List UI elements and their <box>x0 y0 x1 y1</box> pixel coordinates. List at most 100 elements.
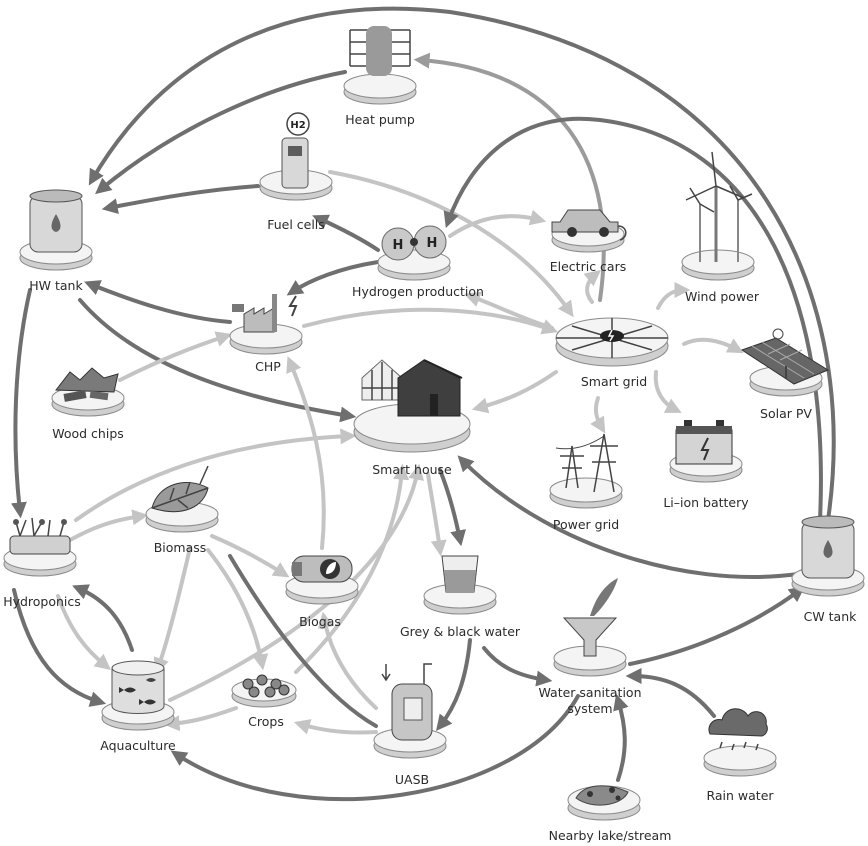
node-wood-chips: Wood chips <box>51 367 125 441</box>
label-smart-grid: Smart grid <box>581 374 647 389</box>
label-water-sanitation-1: Water sanitation <box>539 685 642 700</box>
arrow-biogas-to-chp <box>286 356 326 550</box>
label-rain-water: Rain water <box>706 788 774 803</box>
node-biogas: Biogas <box>285 555 359 629</box>
arrow-hydroponics-to-biomass <box>68 509 149 542</box>
node-chp: CHP <box>229 294 303 374</box>
node-biomass: Biomass <box>145 465 219 555</box>
label-nearby-lake: Nearby lake/stream <box>549 828 672 843</box>
arrow-chp-to-hw <box>84 280 232 324</box>
arrow-hw-to-house <box>78 298 357 423</box>
node-heat-pump: Heat pump <box>343 26 417 127</box>
reactor-icon <box>381 663 433 741</box>
arrow-aquaculture-to-hydroponics <box>72 584 134 652</box>
arrow-grid-cars <box>583 269 601 304</box>
arrow-chp-to-grid <box>302 307 559 335</box>
arrow-h2-to-fuelcells <box>312 214 380 252</box>
svg-text:H2: H2 <box>290 120 305 131</box>
node-uasb: UASB <box>373 663 447 787</box>
arrow-greywater-to-sanitation <box>482 646 553 687</box>
arrow-h2-to-cars <box>448 209 547 238</box>
arrow-fuelcells-to-hw <box>101 184 260 215</box>
lake-icon <box>575 785 629 806</box>
label-grey-black-water: Grey & black water <box>400 624 521 639</box>
wood-chips-icon <box>55 367 119 402</box>
node-hydroponics: Hydroponics <box>3 517 81 609</box>
h2-dispenser-icon: H2 <box>281 112 310 189</box>
label-wood-chips: Wood chips <box>52 426 124 441</box>
label-hydrogen-production: Hydrogen production <box>352 284 484 299</box>
smart-grid-hub-icon <box>556 318 668 358</box>
biogas-tank-icon <box>291 555 353 583</box>
arrow-fuelcells-to-grid <box>328 170 574 318</box>
label-fuel-cells: Fuel cells <box>267 217 325 232</box>
arrow-biomass-to-aquaculture <box>153 546 192 675</box>
arrow-crops-to-house <box>294 463 410 674</box>
arrow-house-to-greywater-2 <box>426 472 447 557</box>
plant-tray-icon <box>9 517 71 555</box>
label-solar-pv: Solar PV <box>760 406 812 421</box>
label-crops: Crops <box>248 714 284 729</box>
solar-panel-icon <box>740 328 830 385</box>
arrow-grid-battery <box>653 370 682 413</box>
funnel-icon <box>562 578 618 657</box>
arrow-hydroponics-to-aquaculture-2 <box>56 594 111 670</box>
node-rain-water: Rain water <box>703 708 777 803</box>
label-uasb: UASB <box>395 772 429 787</box>
label-electric-cars: Electric cars <box>550 259 626 274</box>
label-li-ion-battery: Li–ion battery <box>663 495 749 510</box>
arrow-uasb-to-crops <box>293 719 378 735</box>
svg-text:H: H <box>393 238 404 253</box>
arrow-wood-to-chp <box>118 331 233 382</box>
chp-plant-icon <box>232 294 298 333</box>
label-biogas: Biogas <box>299 614 341 629</box>
glass-icon <box>441 555 479 593</box>
greenhouse-house-icon <box>361 359 463 417</box>
arrow-biomass-to-biogas <box>210 534 290 578</box>
node-solar-pv: Solar PV <box>740 328 830 421</box>
arrow-grid-powergrid <box>590 396 606 434</box>
battery-icon <box>675 420 733 465</box>
arrow-hydroponics-to-house <box>74 428 357 522</box>
label-water-sanitation-2: system <box>567 701 612 716</box>
node-aquaculture: Aquaculture <box>100 660 176 753</box>
label-cw-tank: CW tank <box>804 609 858 624</box>
pylon-icon <box>555 433 618 493</box>
node-crops: Crops <box>231 674 297 729</box>
arrow-cw-to-hw-top <box>88 6 836 522</box>
arrow-biomass-uasb <box>228 554 378 728</box>
wind-turbine-icon <box>685 151 753 262</box>
node-electric-cars: Electric cars <box>550 209 627 274</box>
arrow-greywater-to-uasb <box>436 638 472 731</box>
arrow-grid-to-house <box>471 370 558 414</box>
arrow-hw-to-hydroponics <box>10 288 32 519</box>
node-hw-tank: HW tank <box>19 189 93 293</box>
arrow-heatpump-to-hw <box>95 70 347 195</box>
label-smart-house: Smart house <box>372 462 452 477</box>
arrow-lake-to-sanitation <box>613 693 629 782</box>
node-grey-black-water: Grey & black water <box>400 555 521 639</box>
arrow-rain-to-sanitation <box>625 668 716 718</box>
arrow-grid-wind <box>656 282 691 310</box>
arrow-grid-solar <box>682 337 744 354</box>
water-tank-icon <box>801 515 855 579</box>
arrow-cw-to-house <box>457 455 800 579</box>
label-hydroponics: Hydroponics <box>3 594 81 609</box>
label-aquaculture: Aquaculture <box>100 738 176 753</box>
arrow-crops-to-aquaculture <box>163 706 238 732</box>
arrow-h2-to-chp <box>286 260 380 296</box>
crops-icon <box>242 674 290 698</box>
arrow-hydroponics-to-aquaculture <box>12 588 107 707</box>
electric-car-icon <box>551 209 627 241</box>
node-smart-grid: Smart grid <box>555 317 669 389</box>
node-cw-tank: CW tank <box>791 515 865 624</box>
node-wind-power: Wind power <box>681 151 760 304</box>
fish-tank-icon <box>111 660 165 714</box>
h2-molecule-icon: H H <box>381 225 447 261</box>
rain-cloud-icon <box>708 708 768 751</box>
label-hw-tank: HW tank <box>29 278 83 293</box>
leaf-icon <box>151 465 209 513</box>
node-power-grid: Power grid <box>549 433 623 532</box>
node-hydrogen-production: H H Hydrogen production <box>352 225 484 299</box>
